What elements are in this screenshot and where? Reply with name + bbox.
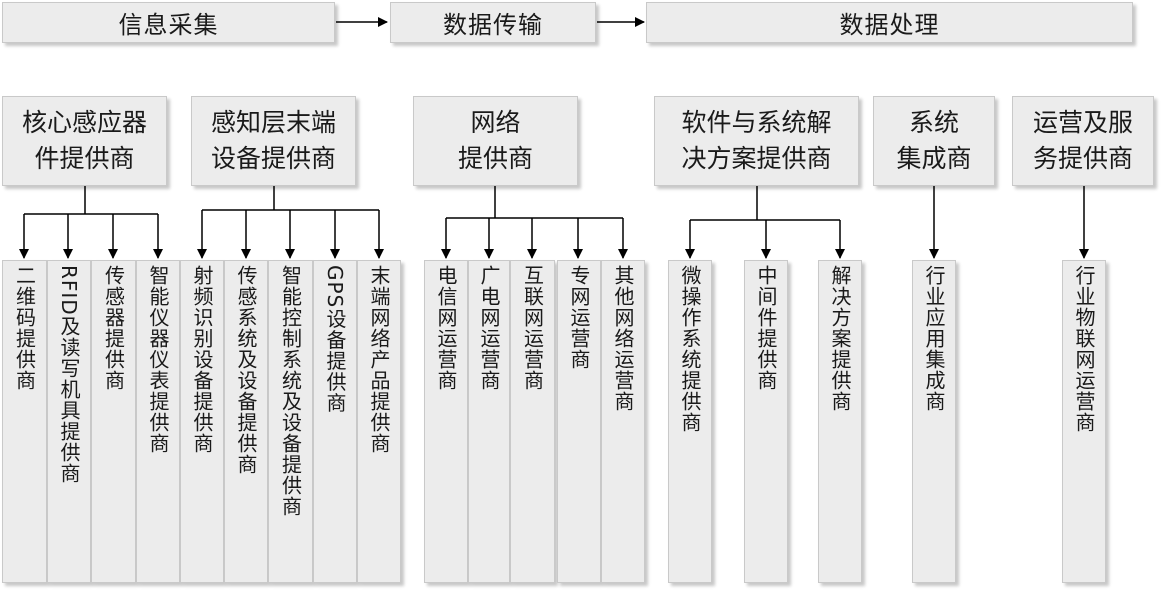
stage-process-label: 数据处理 <box>839 11 940 39</box>
group-label: 核心感应器 件提供商 <box>21 108 147 173</box>
leaf-item: RFID及读写机具提供商 <box>47 260 91 583</box>
leaf-label: GPS设备提供商 <box>323 265 347 414</box>
leaf-item: 其他网络运营商 <box>601 260 645 583</box>
leaf-label: 中间件提供商 <box>754 265 778 391</box>
leaf-item: 中间件提供商 <box>744 260 788 583</box>
leaf-item: 智能控制系统及设备提供商 <box>268 260 313 583</box>
leaf-label: 智能控制系统及设备提供商 <box>278 265 303 517</box>
leaf-label: 二维码提供商 <box>12 265 37 391</box>
leaf-item: 广电网运营商 <box>468 260 510 583</box>
leaf-label: 广电网运营商 <box>477 265 501 391</box>
tree-connector-g4 <box>685 186 845 259</box>
group-terminal-device-providers: 感知层末端 设备提供商 <box>191 96 356 186</box>
leaf-item: GPS设备提供商 <box>313 260 357 583</box>
group-label: 运营及服 务提供商 <box>1032 108 1133 173</box>
group-software-solution-providers: 软件与系统解 决方案提供商 <box>654 96 859 186</box>
leaf-label: 行业物联网运营商 <box>1072 265 1096 433</box>
leaf-item: 智能仪器仪表提供商 <box>136 260 180 583</box>
leaf-label: RFID及读写机具提供商 <box>57 265 81 484</box>
group-operation-service-providers: 运营及服 务提供商 <box>1012 96 1154 186</box>
group-label: 网络 提供商 <box>457 108 533 173</box>
stage-transmit-label: 数据传输 <box>443 11 543 39</box>
leaf-item: 专网运营商 <box>557 260 601 583</box>
leaf-label: 互联网运营商 <box>520 265 545 391</box>
leaf-item: 末端网络产品提供商 <box>357 260 401 583</box>
leaf-item: 传感器提供商 <box>91 260 136 583</box>
leaf-label: 其他网络运营商 <box>611 265 635 412</box>
leaf-item: 互联网运营商 <box>510 260 555 583</box>
tree-connector-g1 <box>19 186 163 259</box>
leaf-label: 末端网络产品提供商 <box>367 265 391 454</box>
group-system-integrators: 系统 集成商 <box>873 96 995 186</box>
leaf-item: 解决方案提供商 <box>818 260 862 583</box>
group-label: 感知层末端 设备提供商 <box>210 108 336 173</box>
leaf-label: 微操作系统提供商 <box>678 265 702 433</box>
leaf-label: 专网运营商 <box>567 265 591 370</box>
group-core-sensor-providers: 核心感应器 件提供商 <box>2 96 167 186</box>
leaf-label: 传感器提供商 <box>101 265 126 391</box>
leaf-label: 传感系统及设备提供商 <box>234 265 258 475</box>
leaf-item: 行业物联网运营商 <box>1062 260 1106 583</box>
tree-connector-g3 <box>441 186 628 259</box>
leaf-item: 行业应用集成商 <box>912 260 956 583</box>
leaf-label: 电信网运营商 <box>434 265 458 391</box>
stage-transmit: 数据传输 <box>390 2 596 43</box>
group-network-providers: 网络 提供商 <box>413 96 578 186</box>
stage-process: 数据处理 <box>646 2 1133 43</box>
leaf-label: 解决方案提供商 <box>828 265 852 412</box>
tree-connector-g2 <box>197 186 384 259</box>
leaf-item: 传感系统及设备提供商 <box>224 260 268 583</box>
group-label: 系统 集成商 <box>896 108 972 173</box>
leaf-label: 射频识别设备提供商 <box>190 265 214 454</box>
leaf-label: 行业应用集成商 <box>922 265 946 412</box>
leaf-item: 二维码提供商 <box>2 260 47 583</box>
leaf-item: 微操作系统提供商 <box>668 260 712 583</box>
stage-collect: 信息采集 <box>2 2 335 43</box>
leaf-item: 电信网运营商 <box>424 260 468 583</box>
group-label: 软件与系统解 决方案提供商 <box>681 108 832 173</box>
leaf-item: 射频识别设备提供商 <box>180 260 224 583</box>
stage-collect-label: 信息采集 <box>118 11 219 39</box>
leaf-label: 智能仪器仪表提供商 <box>146 265 170 454</box>
